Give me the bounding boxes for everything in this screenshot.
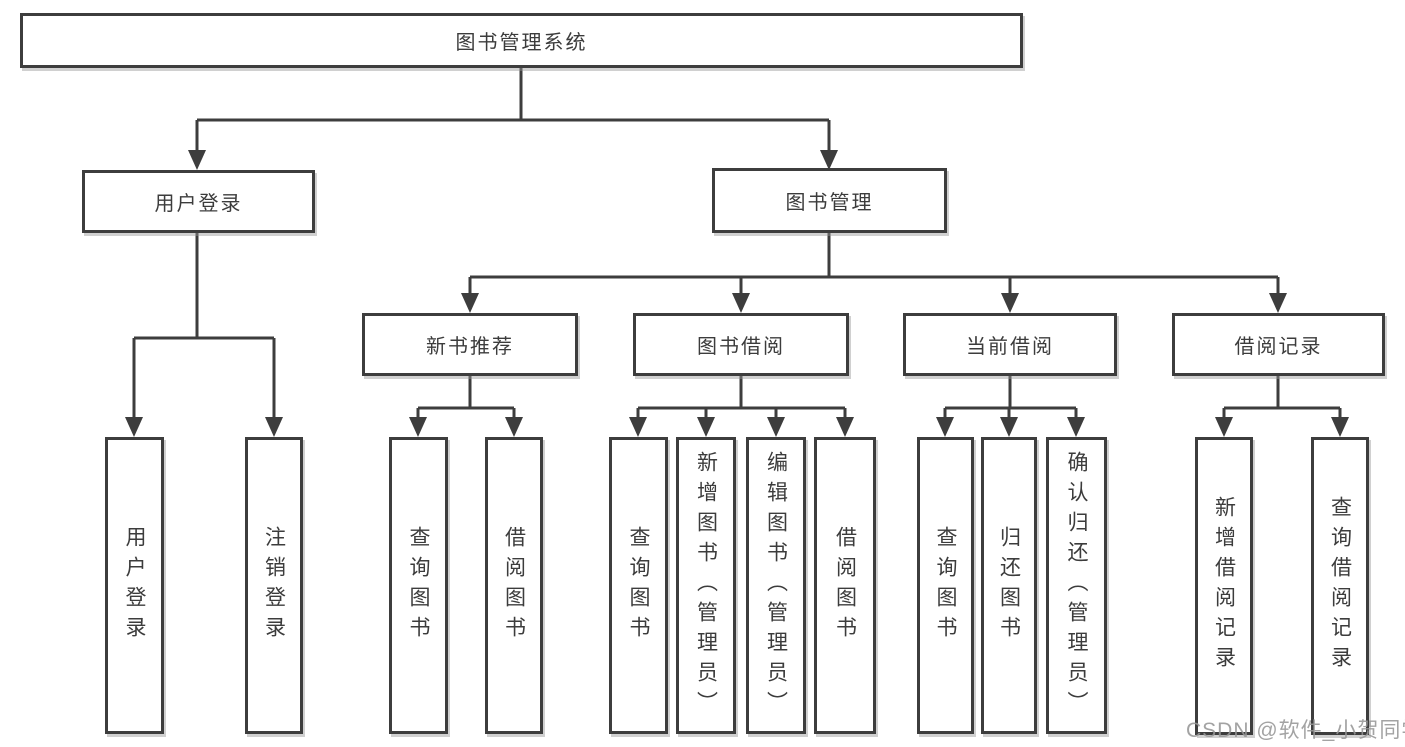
leaf-user-login: 用户登录 <box>105 437 164 734</box>
node-new-book-recommend: 新书推荐 <box>362 313 578 376</box>
node-book-management: 图书管理 <box>712 168 947 233</box>
node-book-borrow: 图书借阅 <box>633 313 849 376</box>
leaf-bb-add-books-admin: 新增图书（管理员） <box>676 437 736 734</box>
leaf-nb-query-books: 查询图书 <box>389 437 448 734</box>
node-label: 用户登录 <box>154 193 243 215</box>
node-label: 借阅记录 <box>1234 336 1323 358</box>
leaf-cb-query-books: 查询图书 <box>917 437 974 734</box>
leaf-br-query-record: 查询借阅记录 <box>1311 437 1369 735</box>
leaf-label: 用户登录 <box>123 525 146 646</box>
leaf-label: 编辑图书（管理员） <box>764 450 788 721</box>
leaf-label: 查询图书 <box>934 525 957 646</box>
node-label: 当前借阅 <box>966 336 1054 358</box>
leaf-bb-borrow-books: 借阅图书 <box>814 437 876 734</box>
node-label: 图书管理 <box>785 192 874 214</box>
leaf-cb-return-books: 归还图书 <box>981 437 1037 734</box>
leaf-cb-confirm-return-admin: 确认归还（管理员） <box>1046 437 1107 734</box>
node-library-management-system: 图书管理系统 <box>20 13 1023 68</box>
leaf-label: 查询图书 <box>407 525 430 646</box>
leaf-bb-query-books: 查询图书 <box>609 437 668 734</box>
leaf-nb-borrow-books: 借阅图书 <box>485 437 543 734</box>
node-label: 图书借阅 <box>697 336 785 358</box>
leaf-label: 查询借阅记录 <box>1328 496 1352 676</box>
leaf-label: 确认归还（管理员） <box>1065 450 1088 721</box>
node-current-borrow: 当前借阅 <box>903 313 1117 376</box>
node-borrow-records: 借阅记录 <box>1172 313 1385 376</box>
leaf-label: 新增图书（管理员） <box>694 450 718 721</box>
leaf-label: 借阅图书 <box>502 525 526 646</box>
leaf-logout: 注销登录 <box>245 437 303 734</box>
leaf-br-add-record: 新增借阅记录 <box>1195 437 1253 735</box>
leaf-label: 新增借阅记录 <box>1212 496 1236 676</box>
leaf-label: 注销登录 <box>262 525 286 646</box>
leaf-label: 查询图书 <box>627 525 650 646</box>
watermark-text: CSDN @软件_小贺同学 <box>1186 719 1405 742</box>
leaf-label: 归还图书 <box>997 525 1021 646</box>
leaf-bb-edit-books-admin: 编辑图书（管理员） <box>746 437 806 734</box>
leaf-label: 借阅图书 <box>833 525 857 646</box>
node-label: 新书推荐 <box>426 336 514 358</box>
node-label: 图书管理系统 <box>455 32 588 54</box>
node-user-login: 用户登录 <box>82 170 315 233</box>
